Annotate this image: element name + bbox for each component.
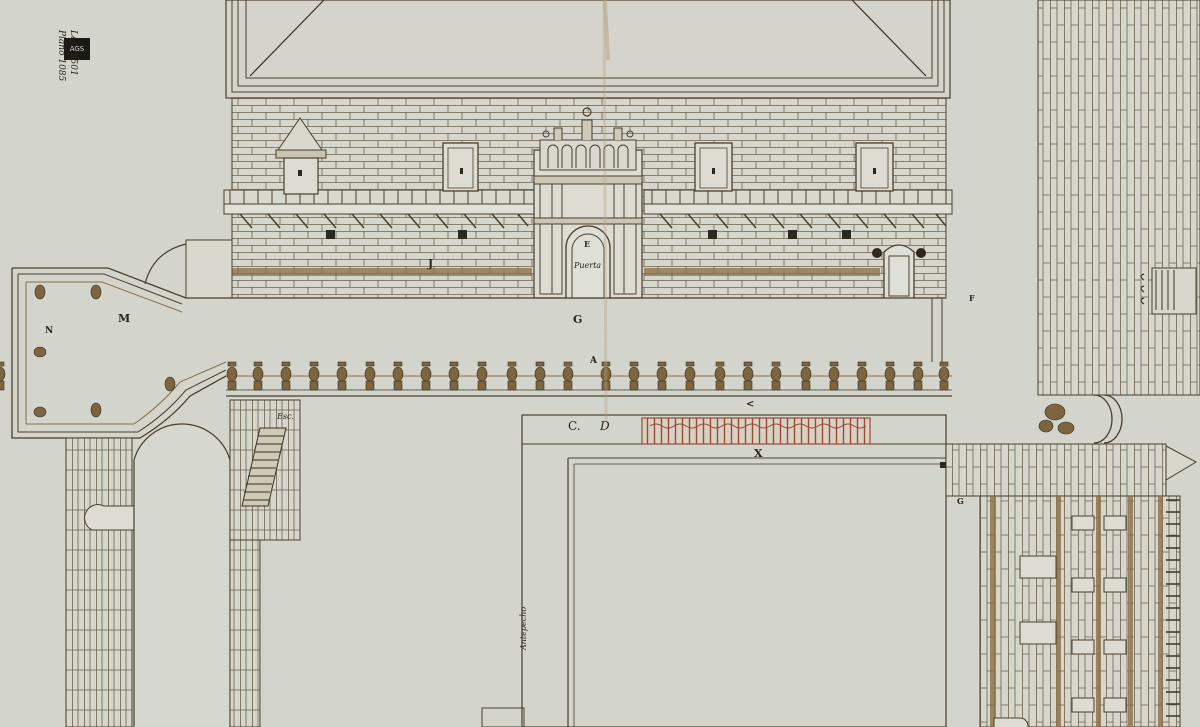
dormer-pediment-window	[275, 117, 327, 195]
archive-stamp: AGS	[64, 38, 90, 60]
window-left	[442, 142, 479, 192]
stair-note: Esc.	[277, 412, 294, 421]
balustrade	[0, 361, 950, 391]
vertical-inscription: Antepecho	[519, 606, 528, 650]
label-arrow: <	[746, 399, 755, 410]
label-n: N	[45, 326, 54, 336]
window-center-right	[694, 142, 733, 192]
label-j: J	[428, 257, 434, 270]
label-e: E	[584, 239, 591, 249]
plan-right	[940, 0, 1200, 727]
label-c: C.	[568, 419, 581, 433]
label-f: F	[969, 293, 975, 303]
fountain-ornament	[1038, 403, 1075, 435]
plan-left-pier	[65, 399, 301, 727]
stair-arch	[144, 239, 233, 299]
fountain-grille	[1140, 267, 1197, 315]
plan-center-courtyard	[481, 0, 947, 727]
archive-reference: Leg. 1501 Plano 1085	[28, 30, 78, 120]
corner-platform	[11, 267, 227, 439]
label-m: M	[118, 312, 131, 325]
label-x: X	[754, 447, 763, 460]
window-right	[855, 142, 894, 192]
aedicule	[872, 244, 926, 298]
legajo-reference: Leg. 1501	[68, 30, 78, 76]
label-d: D	[600, 419, 610, 433]
plan-number: Plano 1085	[56, 30, 66, 82]
label-g-terrace: G	[573, 313, 583, 326]
label-g-right: G	[957, 496, 964, 506]
portal-inscription: Puerta	[574, 261, 602, 270]
central-portal	[533, 107, 643, 299]
label-a: A	[590, 356, 597, 366]
roof	[225, 0, 951, 99]
